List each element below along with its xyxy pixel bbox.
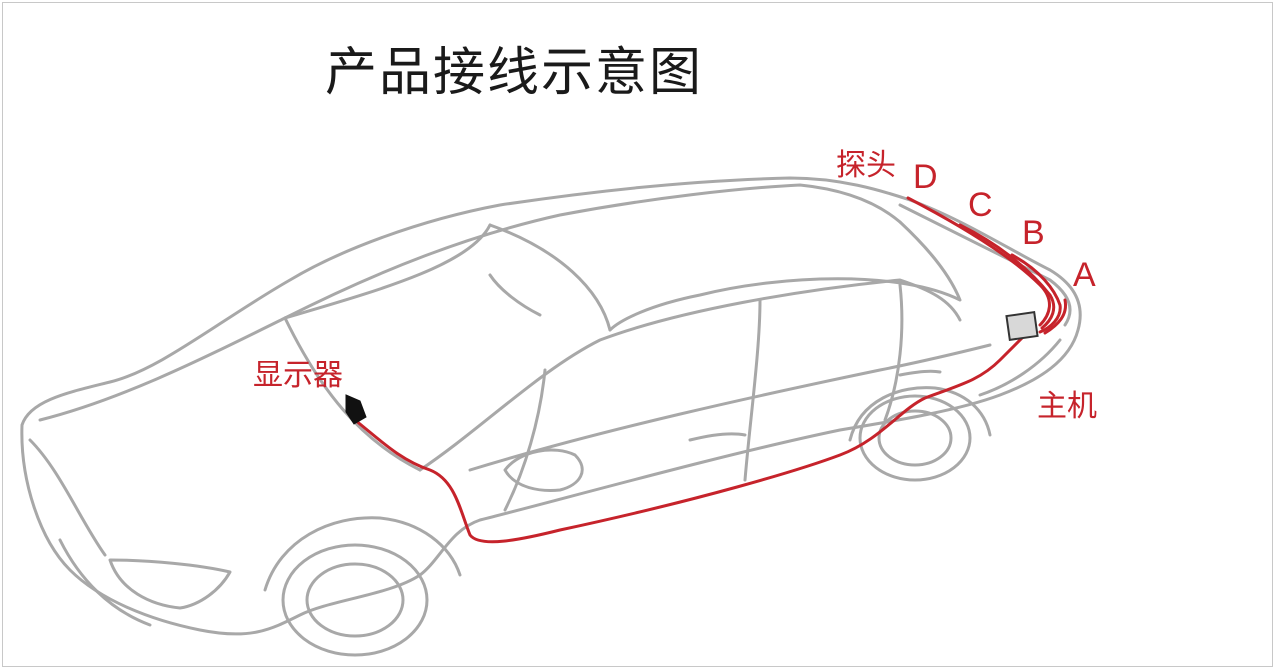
probe-b-wire xyxy=(1010,253,1062,334)
rear-window xyxy=(608,220,962,332)
probe-d-wire xyxy=(906,196,1051,327)
probe-c-label: C xyxy=(968,186,993,224)
front-door-handle xyxy=(688,432,747,442)
hood-front xyxy=(28,438,107,557)
host-unit xyxy=(1005,311,1039,341)
headlight xyxy=(108,558,232,610)
hood-vent xyxy=(488,273,542,317)
rear-bumper xyxy=(978,338,1062,397)
windshield-top xyxy=(283,223,492,320)
front-wheel xyxy=(281,543,429,657)
car-body-outline xyxy=(20,176,1082,636)
roof-line xyxy=(283,183,902,320)
side-mirror xyxy=(503,448,584,492)
probe-c-wire xyxy=(958,223,1056,330)
probe-d-label: D xyxy=(913,158,938,196)
window-line xyxy=(418,278,962,472)
front-wheel-arch xyxy=(263,516,462,592)
rear-rim xyxy=(877,409,953,467)
front-rim xyxy=(305,562,405,638)
car-outline xyxy=(20,176,1082,657)
rear-wheel xyxy=(858,394,972,482)
rear-door-edge xyxy=(883,283,904,422)
host-label: 主机 xyxy=(1037,389,1097,424)
roof-rear xyxy=(488,223,612,332)
display-label: 显示器 xyxy=(253,358,343,393)
belt-line xyxy=(468,343,992,472)
probe-a-label: A xyxy=(1073,256,1096,294)
display-unit xyxy=(345,394,367,425)
rear-door-handle xyxy=(898,369,942,377)
rear-wheel-arch xyxy=(848,386,992,442)
display-to-host-wire xyxy=(353,328,1032,544)
front-door-edge xyxy=(503,368,547,512)
b-pillar xyxy=(743,298,762,482)
page-title: 产品接线示意图 xyxy=(325,43,704,103)
bumper-line xyxy=(58,538,152,627)
wiring xyxy=(353,196,1068,544)
probe-a-wire xyxy=(1043,298,1068,335)
probe-label: 探头 xyxy=(836,148,896,183)
probe-b-label: B xyxy=(1022,214,1045,252)
windshield-bottom xyxy=(283,316,422,472)
hood-crease xyxy=(38,316,287,422)
